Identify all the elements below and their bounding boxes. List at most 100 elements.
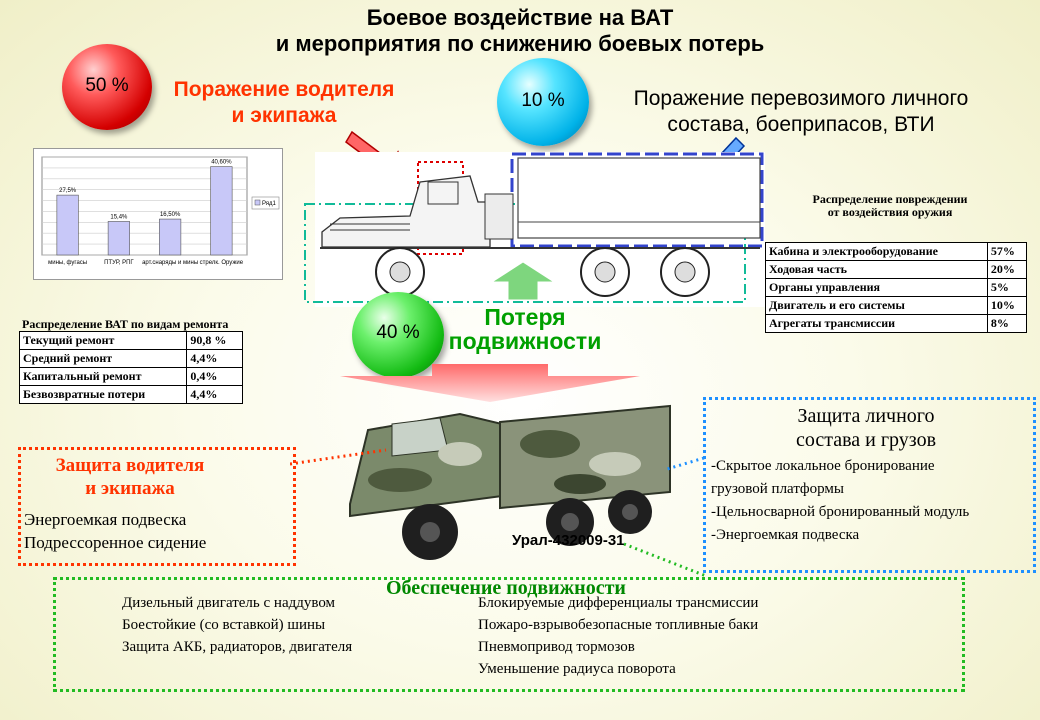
weapon-chart: 27,5% мины, фугасы 15,4% ПТУР, РПГ 16,50% арт… [33, 148, 283, 280]
cargo-protection-title: Защита личного состава и грузов [706, 404, 1026, 452]
damage-value: 8% [986, 314, 1028, 333]
repair-value: 4,4% [186, 385, 243, 404]
chart-bar [56, 194, 79, 256]
repair-value: 90,8 % [186, 331, 243, 350]
list-item: Защита АКБ, радиаторов, двигателя [122, 639, 353, 655]
repair-value: 4,4% [186, 349, 243, 368]
result-arrow [340, 364, 640, 402]
title-line-1: Боевое воздействие на ВАТ [366, 5, 674, 30]
cargo-protection-title-2: состава и грузов [795, 429, 937, 451]
category-label: стрелк. Оружие [200, 260, 244, 266]
list-item: -Цельносварной бронированный модуль [711, 504, 970, 520]
title-line-2: и мероприятия по снижению боевых потерь [275, 31, 765, 56]
legend-swatch [254, 199, 261, 206]
repair-name: Средний ремонт [18, 349, 188, 368]
mobility-loss-line-2: подвижности [448, 328, 602, 354]
cargo-protection-list: -Скрытое локальное бронирование грузовой… [711, 455, 969, 547]
mobility-title: Обеспечение подвижности [386, 577, 626, 599]
list-item: грузовой платформы [711, 481, 844, 497]
ural-truck-photo [349, 404, 671, 560]
crew-protection-title-1: Защита водителя [55, 455, 205, 476]
mobility-loss-line-1: Потеря [484, 304, 566, 330]
list-item: Блокируемые дифференциалы трансмиссии [478, 595, 759, 611]
cargo-hit-ball [497, 58, 589, 146]
chart-bar [107, 221, 130, 256]
crew-hit-line-1: Поражение водителя [173, 78, 395, 101]
damage-name: Кабина и электрооборудование [765, 242, 988, 261]
list-item: Уменьшение радиуса поворота [478, 661, 676, 677]
cargo-protection-title-1: Защита личного [797, 405, 935, 427]
mobility-right-list: Блокируемые дифференциалы трансмиссии По… [478, 592, 758, 680]
category-label: арт.снаряды и мины [142, 260, 198, 266]
category-label: мины, фугасы [48, 260, 87, 266]
data-label: 16,50% [160, 212, 181, 218]
data-label: 27,5% [59, 188, 77, 194]
damage-value: 5% [986, 278, 1028, 297]
mobility-connector [623, 542, 707, 578]
cargo-hit-line-1: Поражение перевозимого личного [633, 87, 969, 110]
mobility-left-list: Дизельный двигатель с наддувом Боестойки… [122, 592, 352, 658]
repair-table-caption: Распределение ВАТ по видам ремонта [22, 317, 229, 331]
legend-label: Ряд1 [262, 201, 277, 207]
mobility-loss-ball [352, 292, 444, 378]
repair-name: Капитальный ремонт [18, 367, 188, 386]
damage-caption-line-2: от воздействия оружия [827, 205, 953, 219]
crew-connector [290, 448, 387, 466]
damage-value: 20% [986, 260, 1028, 279]
truck-model-label: Урал-432009-31 [512, 532, 625, 549]
repair-name: Текущий ремонт [18, 331, 188, 350]
mobility-loss-percent: 40 % [376, 322, 420, 343]
crew-hit-ball [62, 44, 152, 130]
repair-name: Безвозвратные потери [18, 385, 188, 404]
data-label: 15,4% [110, 214, 128, 220]
list-item: Пневмопривод тормозов [478, 639, 635, 655]
cargo-protection-box [703, 397, 1036, 573]
mobility-box [53, 577, 965, 692]
damage-name: Органы управления [765, 278, 988, 297]
crew-hit-label: Поражение водителя и экипажа [150, 77, 418, 129]
list-item: Пожаро-взрывобезопасные топливные баки [478, 617, 759, 633]
mobility-arrow [490, 261, 556, 300]
crew-hit-line-2: и экипажа [231, 104, 337, 127]
list-item: Подрессоренное сидение [24, 533, 207, 552]
crew-hit-percent: 50 % [85, 75, 129, 96]
list-item: Боестойкие (со вставкой) шины [122, 617, 326, 633]
damage-table-caption: Распределение повреждении от воздействия… [770, 193, 1010, 219]
damage-value: 10% [986, 296, 1028, 315]
crew-protection-box [18, 447, 296, 566]
damage-name: Агрегаты трансмиссии [765, 314, 988, 333]
cargo-hit-label: Поражение перевозимого личного состава, … [585, 86, 1017, 138]
list-item: -Энергоемкая подвеска [711, 527, 860, 543]
cargo-connector [663, 456, 705, 472]
damage-name: Ходовая часть [765, 260, 988, 279]
truck-drawing [304, 152, 765, 307]
data-label: 40,60% [211, 160, 232, 166]
list-item: -Скрытое локальное бронирование [711, 458, 935, 474]
page-title: Боевое воздействие на ВАТ и мероприятия … [0, 5, 1040, 57]
crew-protection-title: Защита водителя и экипажа [20, 454, 240, 500]
damage-name: Двигатель и его системы [765, 296, 988, 315]
crew-protection-title-2: и экипажа [85, 478, 175, 499]
chart-bar [210, 166, 233, 256]
category-label: ПТУР, РПГ [104, 260, 134, 266]
damage-caption-line-1: Распределение повреждении [812, 192, 968, 206]
repair-value: 0,4% [186, 367, 243, 386]
cargo-hit-percent: 10 % [521, 90, 565, 111]
list-item: Дизельный двигатель с наддувом [122, 595, 336, 611]
mobility-loss-label: Потеря подвижности [425, 305, 625, 353]
crew-protection-list: Энергоемкая подвеска Подрессоренное сиде… [24, 508, 206, 554]
list-item: Энергоемкая подвеска [24, 510, 187, 529]
damage-value: 57% [986, 242, 1028, 261]
chart-bar [159, 218, 182, 256]
